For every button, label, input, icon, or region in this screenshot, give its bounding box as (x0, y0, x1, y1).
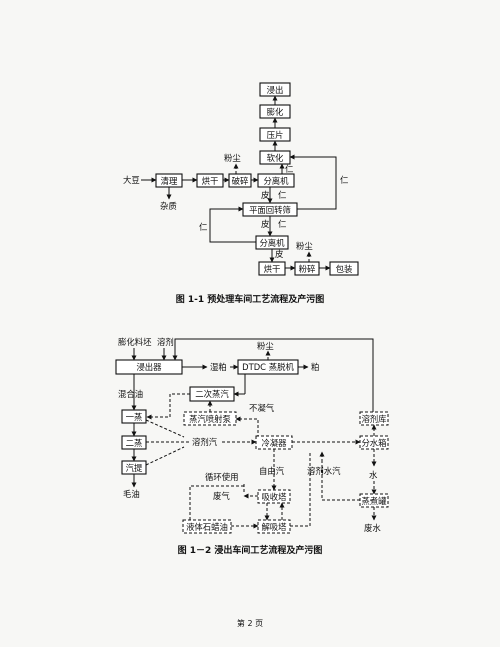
box-pingmian-huizhuanshai: 平面回转筛 (242, 202, 298, 217)
figure-1-flowchart: 浸出 膨化 压片 软化 大豆 清理 烘干 破 (123, 82, 359, 276)
svg-text:解吸塔: 解吸塔 (261, 522, 287, 532)
box-fenshuixiang: 分水箱 (359, 435, 389, 450)
label-rongji: 溶剂 (157, 337, 174, 347)
box-honggan-2: 烘干 (258, 261, 286, 276)
svg-text:一蒸: 一蒸 (126, 412, 143, 422)
label-ren-1: 仁 (285, 164, 293, 174)
svg-text:清理: 清理 (161, 176, 178, 186)
figure-1-caption: 图 1-1 预处理车间工艺流程及产污图 (176, 293, 325, 305)
box-dtdc: DTDC 蒸脱机 (237, 359, 299, 375)
label-pi-2: 皮 (261, 219, 270, 229)
label-buningqi: 不凝气 (249, 403, 275, 413)
label-po: 粕 (311, 362, 319, 372)
label-ren-3: 仁 (340, 175, 348, 185)
box-penghua: 膨化 (259, 104, 291, 119)
box-ruanhua: 软化 (259, 150, 291, 165)
svg-text:分离机: 分离机 (259, 238, 285, 248)
svg-text:浸出: 浸出 (267, 85, 284, 95)
box-zhengqi-penshebeng: 蒸汽喷射泵 (183, 411, 237, 426)
figure-2-caption: 图 1－2 浸出车间工艺流程及产污图 (178, 544, 323, 556)
label-feishui: 废水 (364, 523, 381, 533)
svg-text:烘干: 烘干 (264, 264, 281, 274)
label-ren-4: 仁 (278, 219, 286, 229)
svg-text:膨化: 膨化 (267, 107, 284, 117)
svg-text:分水箱: 分水箱 (361, 438, 386, 448)
box-fensui: 粉碎 (294, 261, 320, 276)
box-qingli: 清理 (155, 173, 183, 188)
box-xishouta: 吸收塔 (257, 489, 291, 504)
svg-text:液体石蜡油: 液体石蜡油 (186, 522, 228, 532)
label-maoyou: 毛油 (123, 489, 140, 499)
box-qiti: 汽提 (121, 460, 147, 475)
box-erci-zhengqi: 二次蒸汽 (189, 386, 235, 402)
svg-text:DTDC 蒸脱机: DTDC 蒸脱机 (242, 362, 294, 372)
box-honggan: 烘干 (196, 173, 224, 188)
svg-text:包装: 包装 (336, 264, 353, 274)
svg-text:二蒸: 二蒸 (126, 438, 143, 448)
label-xunhuan-shiyong: 循环使用 (205, 472, 239, 482)
label-feiqi: 废气 (213, 491, 230, 501)
svg-text:粉碎: 粉碎 (299, 264, 316, 274)
label-pi-1: 皮 (261, 190, 270, 200)
svg-text:蒸汽喷射泵: 蒸汽喷射泵 (189, 414, 231, 424)
svg-text:浸出器: 浸出器 (136, 362, 162, 372)
box-lengningqi: 冷凝器 (255, 435, 293, 450)
label-zazhi: 杂质 (160, 201, 177, 211)
label-ren-2: 仁 (278, 190, 286, 200)
box-fenli-1: 分离机 (257, 173, 295, 188)
box-posui: 破碎 (228, 173, 252, 188)
box-zhengzhuguan: 蒸煮罐 (359, 493, 389, 508)
label-ziyouqi: 自由汽 (259, 466, 285, 476)
svg-text:软化: 软化 (267, 153, 284, 163)
svg-text:平面回转筛: 平面回转筛 (249, 205, 291, 215)
label-fenchen: 粉尘 (257, 341, 274, 351)
box-yapian: 压片 (259, 127, 291, 142)
box-jinchuqi: 浸出器 (115, 359, 183, 375)
label-ren-5: 仁 (199, 222, 207, 232)
label-shipo: 湿粕 (210, 362, 227, 372)
svg-text:冷凝器: 冷凝器 (261, 438, 287, 448)
label-fenchen-2: 粉尘 (296, 241, 313, 251)
label-rongjiqi: 溶剂汽 (192, 437, 218, 447)
svg-text:压片: 压片 (267, 130, 284, 140)
label-fenchen-1: 粉尘 (224, 153, 241, 163)
svg-text:分离机: 分离机 (263, 176, 289, 186)
label-pi-3: 皮 (275, 249, 284, 259)
box-baozhuang: 包装 (329, 261, 359, 276)
box-yeti-shilayou: 液体石蜡油 (182, 519, 232, 534)
svg-text:二次蒸汽: 二次蒸汽 (195, 389, 229, 399)
svg-text:破碎: 破碎 (232, 176, 249, 186)
box-jinchu: 浸出 (259, 82, 291, 97)
label-rongji-shuiqi: 溶剂水汽 (307, 466, 341, 476)
box-erzheng: 二蒸 (121, 435, 147, 450)
svg-text:汽提: 汽提 (126, 463, 143, 473)
box-jiexita: 解吸塔 (257, 519, 291, 534)
figure-2-flowchart: 膨化料坯 溶剂 浸出器 湿粕 DTDC 蒸脱机 粕 粉尘 混合油 二次蒸汽 (115, 337, 389, 534)
box-fenli-2: 分离机 (255, 235, 289, 250)
svg-text:吸收塔: 吸收塔 (261, 492, 287, 502)
box-rongjiku: 溶剂库 (359, 411, 389, 426)
svg-text:蒸煮罐: 蒸煮罐 (361, 496, 387, 506)
label-penghua-liaopei: 膨化料坯 (118, 337, 152, 347)
svg-text:烘干: 烘干 (202, 176, 219, 186)
box-yizheng: 一蒸 (121, 409, 147, 424)
page-number: 第 2 页 (237, 618, 263, 628)
label-hunheyou: 混合油 (118, 389, 143, 399)
svg-text:溶剂库: 溶剂库 (361, 414, 386, 424)
label-shui: 水 (369, 470, 378, 480)
label-dadou: 大豆 (123, 175, 140, 185)
